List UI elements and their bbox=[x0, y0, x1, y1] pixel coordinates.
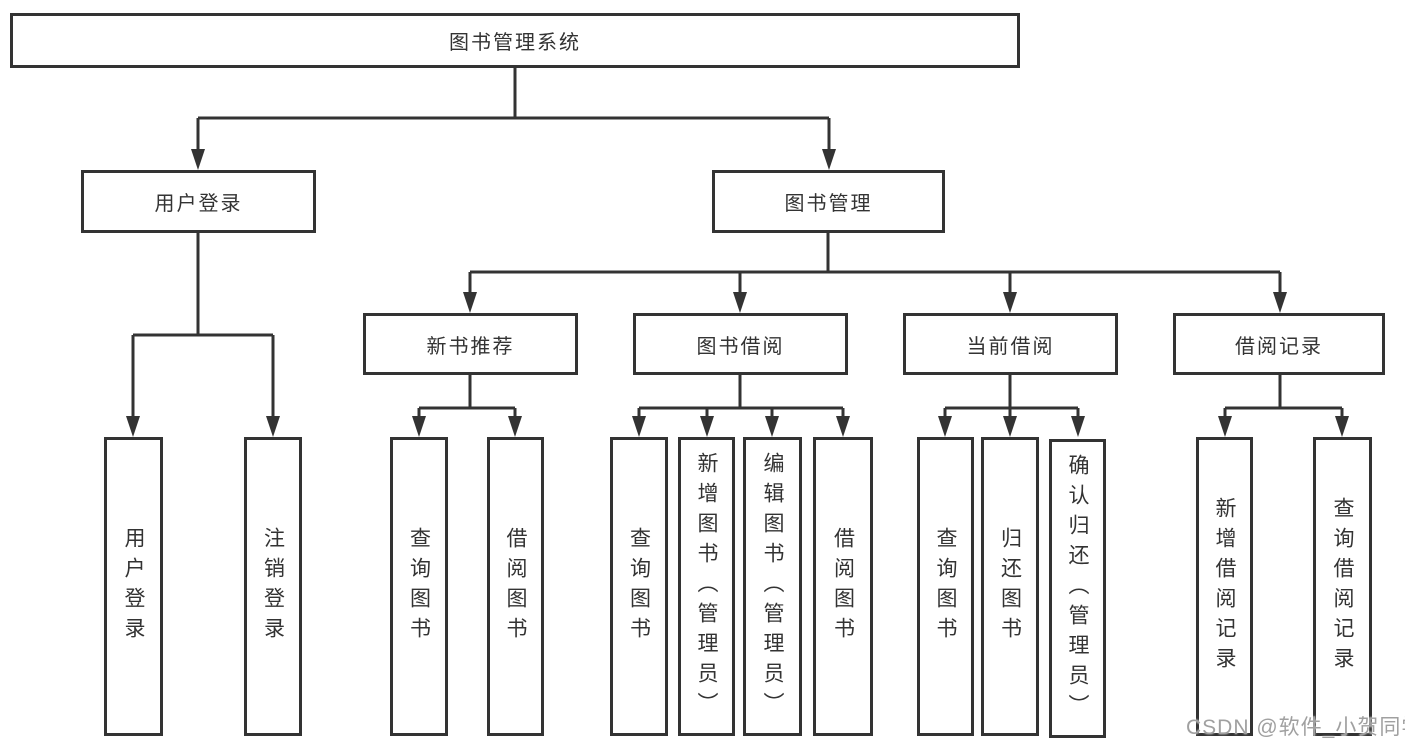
leaf-add-borrow-record: 新增借阅记录 bbox=[1196, 437, 1253, 736]
csdn-watermark: CSDN @软件_小贺同学 bbox=[1186, 716, 1405, 739]
leaf-user-login: 用户登录 bbox=[104, 437, 163, 736]
node-current-borrow: 当前借阅 bbox=[903, 313, 1118, 375]
leaf-query-book-1: 查询图书 bbox=[390, 437, 448, 736]
node-user-login: 用户登录 bbox=[81, 170, 316, 233]
leaf-borrow-book-1: 借阅图书 bbox=[487, 437, 544, 736]
node-new-book-recommend: 新书推荐 bbox=[363, 313, 578, 375]
node-borrow-record: 借阅记录 bbox=[1173, 313, 1385, 375]
leaf-query-book-3: 查询图书 bbox=[917, 437, 974, 736]
leaf-confirm-return-admin: 确认归还（管理员） bbox=[1049, 439, 1106, 738]
leaf-borrow-book-2: 借阅图书 bbox=[813, 437, 873, 736]
leaf-edit-book-admin: 编辑图书（管理员） bbox=[743, 437, 802, 736]
leaf-return-book: 归还图书 bbox=[981, 437, 1039, 736]
node-root-library-system: 图书管理系统 bbox=[10, 13, 1020, 68]
node-book-management: 图书管理 bbox=[712, 170, 945, 233]
leaf-add-book-admin: 新增图书（管理员） bbox=[678, 437, 735, 736]
leaf-query-book-2: 查询图书 bbox=[610, 437, 668, 736]
leaf-logout: 注销登录 bbox=[244, 437, 302, 736]
arrowheads bbox=[126, 149, 1349, 437]
leaf-query-borrow-record: 查询借阅记录 bbox=[1313, 437, 1372, 736]
node-book-borrow: 图书借阅 bbox=[633, 313, 848, 375]
